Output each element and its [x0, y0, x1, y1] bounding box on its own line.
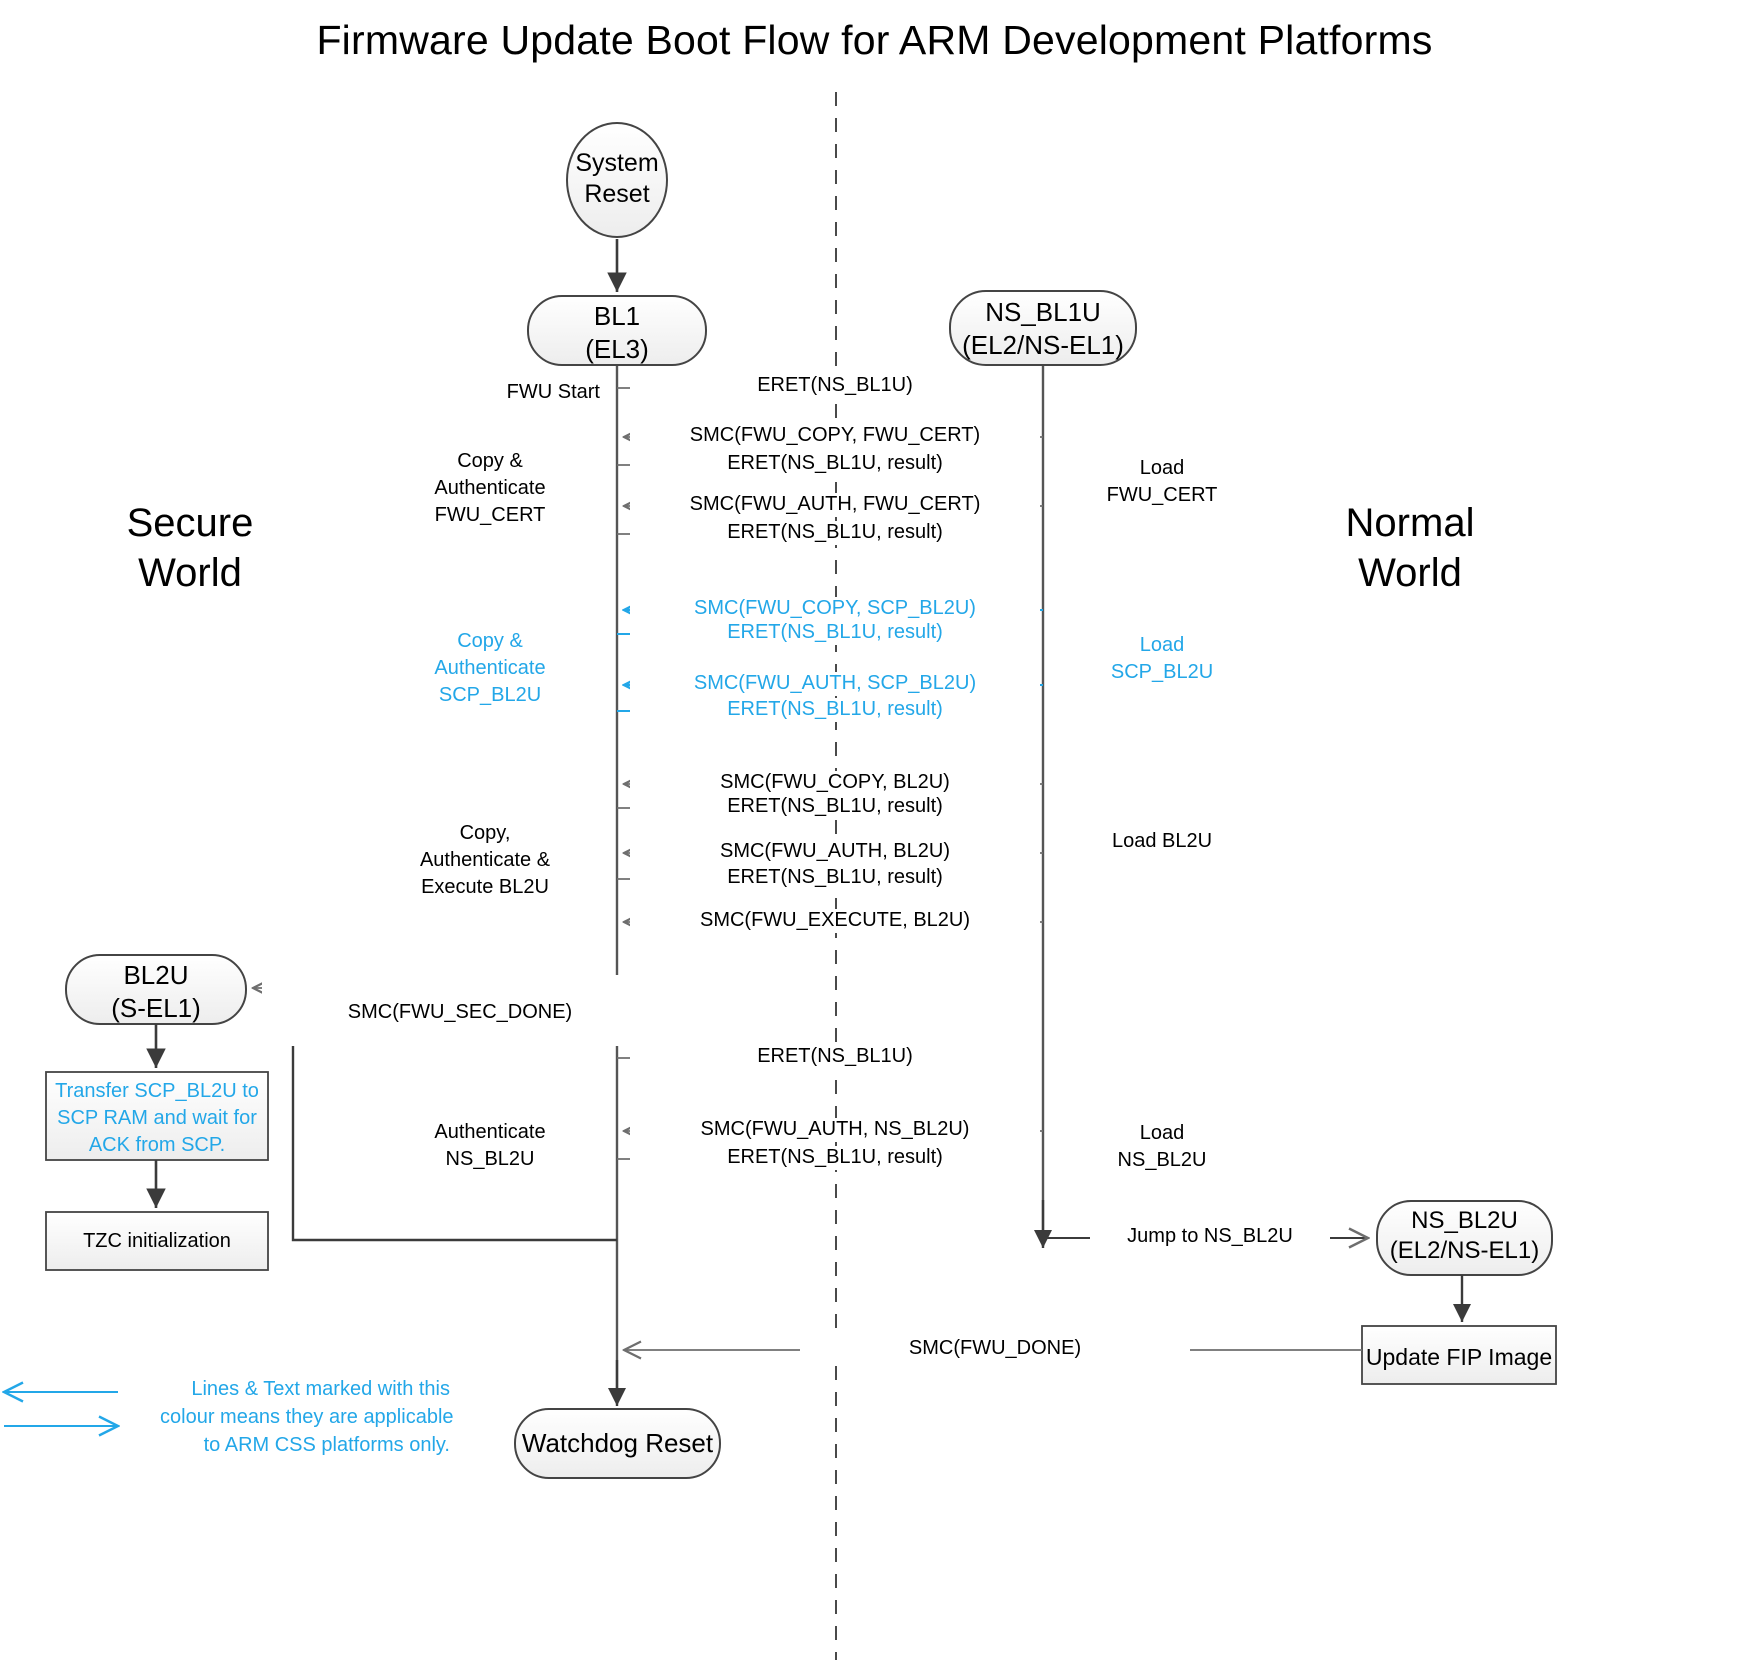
- message-smc-fwu-done: SMC(FWU_DONE): [800, 1337, 1190, 1361]
- legend-text: Lines & Text marked with this colour mea…: [160, 1378, 454, 1456]
- message-label: ERET(NS_BL1U, result): [630, 698, 1040, 722]
- node-system-reset-label: System Reset: [575, 149, 659, 209]
- box-transfer-scp: [45, 1071, 269, 1161]
- message-label: ERET(NS_BL1U, result): [630, 621, 1040, 645]
- node-bl1-label: BL1 (EL3): [585, 301, 649, 364]
- node-bl2u-label: BL2U (S-EL1): [111, 960, 201, 1023]
- box-tzc-init-label: TZC initialization: [83, 1230, 231, 1252]
- message-label: SMC(FWU_COPY, SCP_BL2U): [630, 597, 1040, 621]
- secure-world-label: Secure World: [126, 501, 254, 595]
- message-label: SMC(FWU_AUTH, SCP_BL2U): [630, 672, 1040, 696]
- node-system-reset: [566, 122, 668, 238]
- box-tzc-init: [45, 1211, 269, 1271]
- message-label: ERET(NS_BL1U): [630, 374, 1040, 398]
- node-bl1: [527, 295, 707, 366]
- annotation-copy-auth-cert: Copy & Authenticate FWU_CERT: [434, 450, 546, 526]
- annotation-auth-ns-bl2u: Authenticate NS_BL2U: [434, 1121, 546, 1170]
- message-label: ERET(NS_BL1U): [630, 1045, 1040, 1069]
- message-label: SMC(FWU_AUTH, FWU_CERT): [630, 493, 1040, 517]
- annotation-load-scp-bl2u: Load SCP_BL2U: [1110, 634, 1214, 683]
- message-label: SMC(FWU_AUTH, NS_BL2U): [630, 1118, 1040, 1142]
- box-transfer-scp-label: Transfer SCP_BL2U to SCP RAM and wait fo…: [55, 1080, 259, 1156]
- node-watchdog-reset: [514, 1408, 721, 1479]
- normal-world-label: Normal World: [1345, 501, 1475, 595]
- annotation-copy-auth-bl2u: Copy, Authenticate & Execute BL2U: [419, 822, 551, 898]
- message-label: SMC(FWU_COPY, FWU_CERT): [630, 424, 1040, 448]
- box-update-fip-label: Update FIP Image: [1365, 1344, 1553, 1370]
- annotation-load-bl2u: Load BL2U: [1111, 830, 1213, 852]
- node-ns-bl2u-label: NS_BL2U (EL2/NS-EL1): [1389, 1207, 1540, 1264]
- message-label: ERET(NS_BL1U, result): [630, 866, 1040, 890]
- message-label: SMC(FWU_EXECUTE, BL2U): [630, 909, 1040, 933]
- message-label: ERET(NS_BL1U, result): [630, 1146, 1040, 1170]
- annotation-fwu-start: FWU Start: [506, 381, 600, 403]
- message-smc-sec-done: SMC(FWU_SEC_DONE): [310, 1001, 610, 1025]
- annotation-copy-auth-scp: Copy & Authenticate SCP_BL2U: [434, 630, 546, 706]
- message-jump-ns-bl2u: Jump to NS_BL2U: [1090, 1225, 1330, 1249]
- node-ns-bl1u-label: NS_BL1U (EL2/NS-EL1): [962, 297, 1124, 360]
- message-label: ERET(NS_BL1U, result): [630, 795, 1040, 819]
- message-label: SMC(FWU_COPY, BL2U): [630, 771, 1040, 795]
- box-update-fip: [1361, 1325, 1557, 1385]
- node-ns-bl2u: [1376, 1200, 1553, 1276]
- annotation-load-fwu-cert: Load FWU_CERT: [1106, 457, 1218, 506]
- node-watchdog-reset-label: Watchdog Reset: [521, 1428, 714, 1458]
- annotation-load-ns-bl2u: Load NS_BL2U: [1117, 1122, 1207, 1171]
- message-label: ERET(NS_BL1U, result): [630, 521, 1040, 545]
- page-title: Firmware Update Boot Flow for ARM Develo…: [316, 17, 1433, 63]
- message-label: SMC(FWU_AUTH, BL2U): [630, 840, 1040, 864]
- node-ns-bl1u: [949, 290, 1137, 366]
- message-label: ERET(NS_BL1U, result): [630, 452, 1040, 476]
